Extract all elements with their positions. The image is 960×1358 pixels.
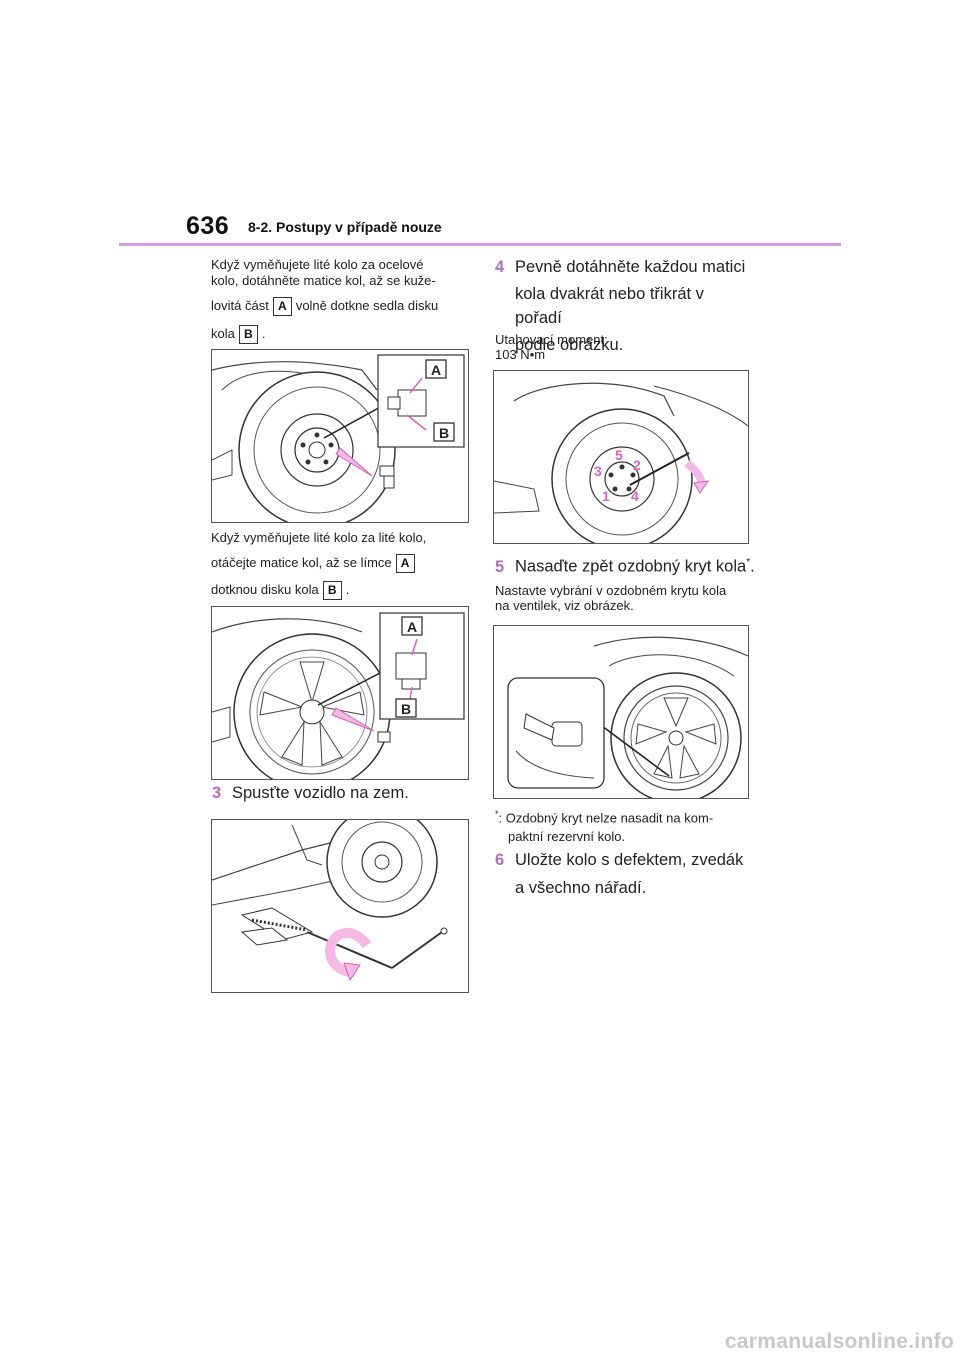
header-rule bbox=[119, 243, 841, 246]
step-6: 6 Uložte kolo s defektem, zvedák a všechn… bbox=[495, 848, 755, 900]
footnote: *: Ozdobný kryt nelze nasadit na kom- pa… bbox=[495, 807, 755, 844]
figure-tightening-order: 5 2 3 1 4 bbox=[493, 370, 749, 544]
step-text: Pevně dotáhněte každou matici bbox=[515, 258, 746, 276]
paragraph-steel-wheel: Když vyměňujete lité kolo za ocelové kol… bbox=[211, 257, 471, 344]
figure-alloy-wheel-nut: A B bbox=[211, 606, 469, 780]
step-text: Spusťte vozidlo na zem. bbox=[232, 784, 409, 802]
text-span: otáčejte matice kol, až se límce bbox=[211, 554, 392, 570]
footnote-mark: * bbox=[746, 557, 751, 568]
callout-tag-b: B bbox=[238, 325, 258, 344]
text-line: Když vyměňujete lité kolo za ocelové bbox=[211, 257, 424, 272]
step-line: 6 Uložte kolo s defektem, zvedák bbox=[495, 848, 755, 872]
note-line: Nastavte vybrání v ozdobném krytu kola bbox=[495, 583, 727, 598]
step-line: kola dvakrát nebo třikrát v pořadí bbox=[515, 285, 704, 327]
callout-tag-a: A bbox=[272, 297, 292, 316]
text-line: kolo, dotáhněte matice kol, až se kuže- bbox=[211, 273, 436, 288]
section-title: 8-2. Postupy v případě nouze bbox=[248, 219, 442, 235]
text-span: dotknou disku kola bbox=[211, 581, 319, 597]
torque-label: Utahovací moment: bbox=[495, 332, 608, 347]
text-span: . bbox=[345, 581, 350, 597]
footnote-line: *: Ozdobný kryt nelze nasadit na kom- bbox=[495, 807, 755, 825]
order-label-5: 5 bbox=[615, 447, 623, 463]
text-span: kola bbox=[211, 325, 235, 341]
callout-tag-a: A bbox=[395, 554, 415, 573]
callout-label-b: B bbox=[439, 425, 450, 441]
step-line: podle obrázku. bbox=[515, 336, 624, 354]
order-label-3: 3 bbox=[594, 463, 602, 479]
callout-label-a: A bbox=[407, 619, 418, 635]
footnote-text: : Ozdobný kryt nelze nasadit na kom- bbox=[498, 810, 714, 826]
step-text-end: . bbox=[750, 557, 755, 576]
paragraph-alloy-wheel: Když vyměňujete lité kolo za lité kolo, … bbox=[211, 530, 471, 600]
hubcap-note: Nastavte vybrání v ozdobném krytu kola n… bbox=[495, 583, 726, 613]
step-3: 3 Spusťte vozidlo na zem. bbox=[212, 781, 409, 805]
step-5: 5 Nasaďte zpět ozdobný kryt kola*. bbox=[495, 551, 755, 579]
page-number: 636 bbox=[186, 212, 230, 240]
step-text: Uložte kolo s defektem, zvedák bbox=[515, 851, 744, 869]
order-label-4: 4 bbox=[631, 488, 639, 504]
step-line: 4 Pevně dotáhněte každou matici bbox=[495, 255, 755, 279]
step-text: Nasaďte zpět ozdobný kryt kola bbox=[515, 557, 747, 576]
callout-label-b: B bbox=[401, 701, 412, 717]
step-number: 3 bbox=[212, 784, 222, 802]
step-number: 6 bbox=[495, 851, 505, 869]
note-line: na ventilek, viz obrázek. bbox=[495, 598, 634, 613]
step-number: 5 bbox=[495, 557, 505, 576]
order-label-2: 2 bbox=[633, 457, 641, 473]
watermark: carmanualsonline.info bbox=[724, 1330, 954, 1353]
text-span: volně dotkne sedla disku bbox=[295, 297, 439, 313]
callout-tag-b: B bbox=[322, 581, 342, 600]
figure-lower-vehicle bbox=[211, 819, 469, 993]
text-span: . bbox=[261, 325, 266, 341]
figure-steel-wheel-nut: A B bbox=[211, 349, 469, 523]
step-4: 4 Pevně dotáhněte každou matici kola dvak… bbox=[495, 255, 755, 357]
torque-value: 103 N•m bbox=[495, 347, 546, 362]
text-line: Když vyměňujete lité kolo za lité kolo, bbox=[211, 530, 427, 545]
footnote-mark: * bbox=[495, 809, 499, 819]
figure-hubcap-install bbox=[493, 625, 749, 799]
text-span: lovitá část bbox=[211, 297, 269, 313]
step-line: a všechno nářadí. bbox=[515, 879, 647, 897]
footnote-line: paktní rezervní kolo. bbox=[508, 829, 626, 845]
torque-spec: Utahovací moment: 103 N•m bbox=[495, 332, 608, 362]
order-label-1: 1 bbox=[602, 488, 610, 504]
callout-label-a: A bbox=[431, 362, 442, 378]
step-number: 4 bbox=[495, 258, 505, 276]
